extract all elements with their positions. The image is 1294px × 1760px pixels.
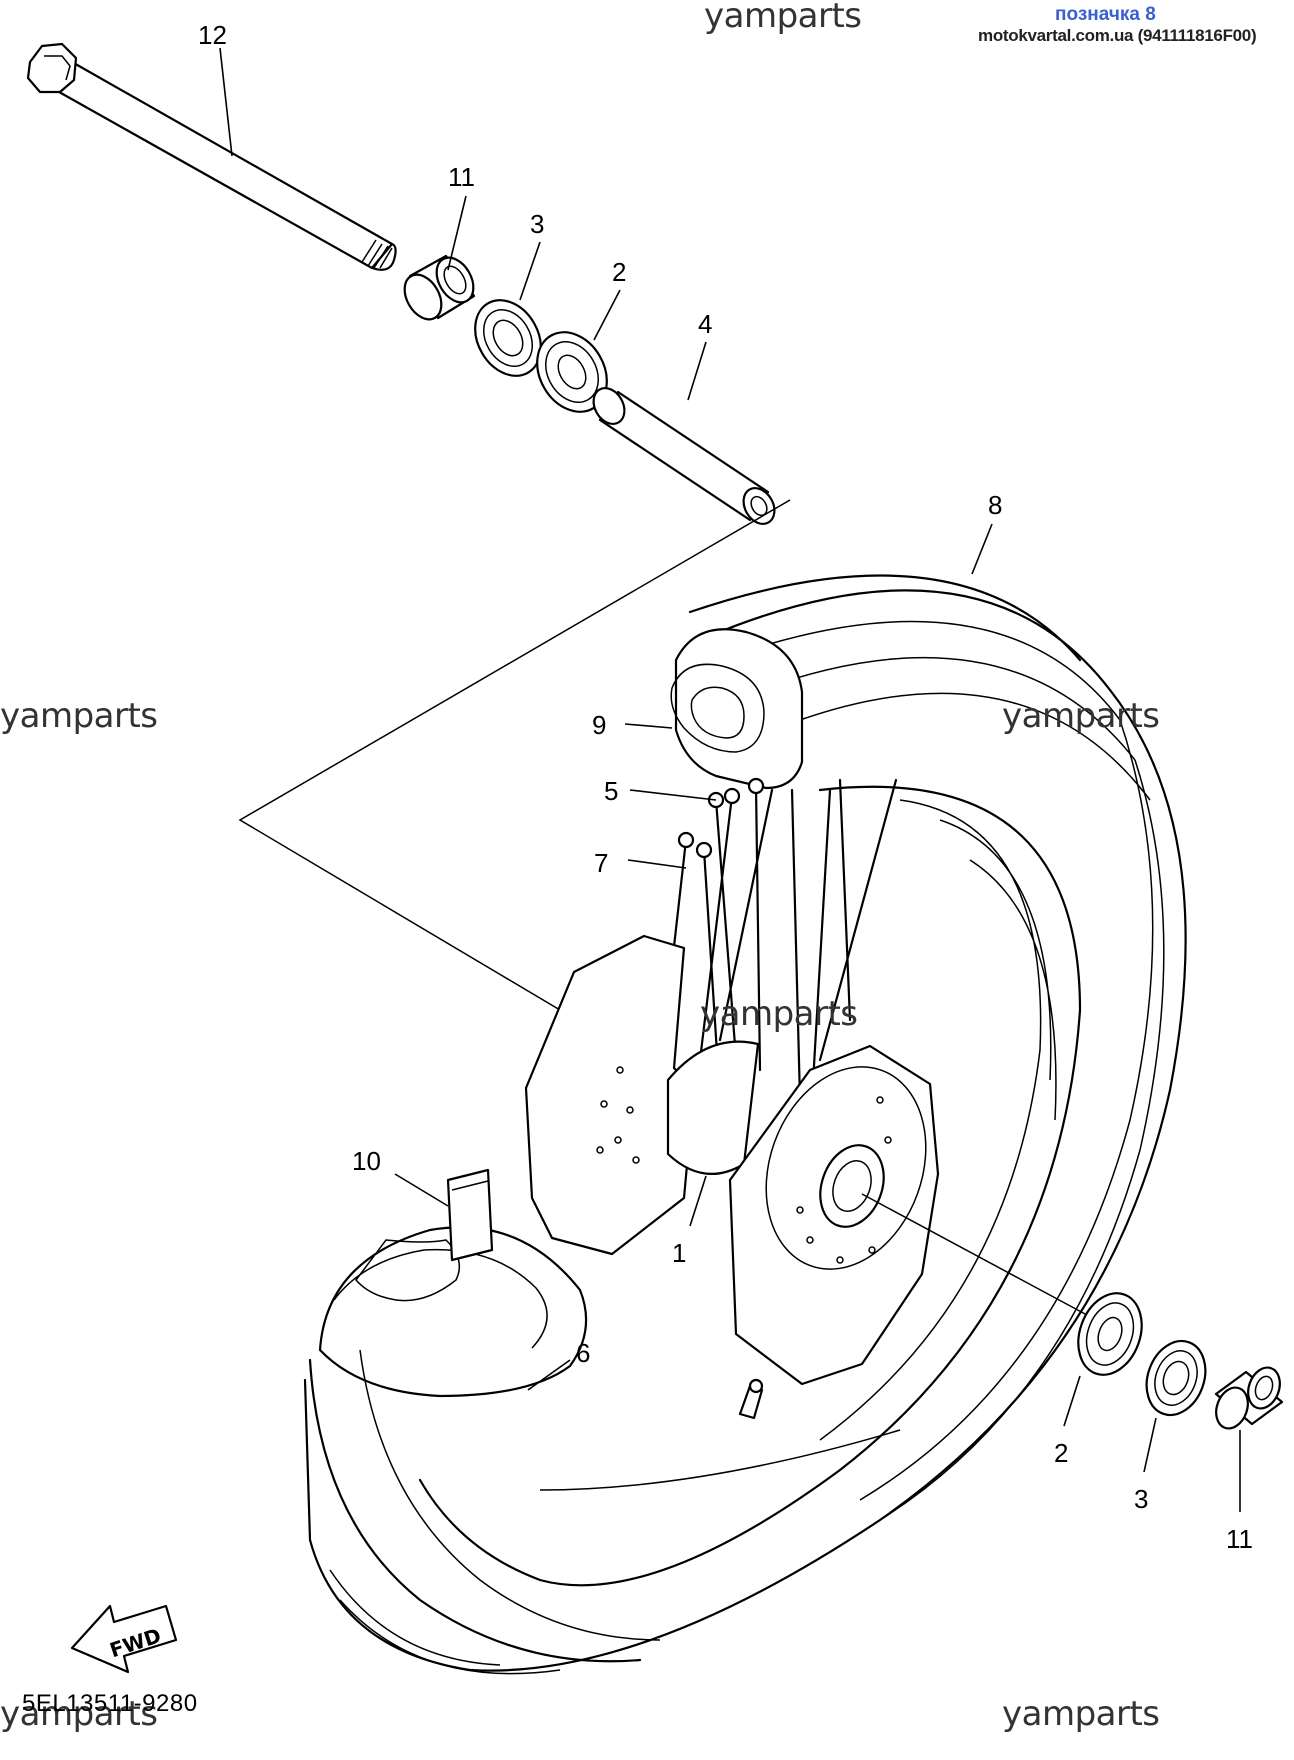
- tube: [670, 628, 804, 790]
- oil-seal-top: [474, 299, 542, 377]
- axis-line-right: [861, 1193, 1101, 1323]
- callout-12: 12: [198, 20, 227, 50]
- callout-5: 5: [604, 776, 618, 806]
- badge-subtitle: motokvartal.com.ua (941111816F00): [978, 26, 1257, 45]
- rim: [308, 1226, 901, 1663]
- callout-labels: 12 11 3 2 4 8 9 5 7 10 1 6 2 3 11: [198, 20, 1253, 1554]
- callout-11-top: 11: [448, 162, 475, 192]
- callout-9: 9: [592, 710, 606, 740]
- rim-band: [446, 1168, 494, 1262]
- bearing-bottom: [1077, 1292, 1143, 1376]
- watermark-bottom-right: yamparts: [1002, 1694, 1160, 1734]
- callout-3-top: 3: [530, 209, 544, 239]
- wheel-axle: [26, 42, 397, 271]
- forward-direction-arrow: FWD: [70, 1604, 178, 1674]
- valve-stem: [738, 1378, 764, 1420]
- callout-6: 6: [576, 1338, 590, 1368]
- callout-10: 10: [352, 1146, 381, 1176]
- watermark-left: yamparts: [0, 696, 158, 736]
- collar-bottom: [1214, 1366, 1284, 1430]
- callout-2-top: 2: [612, 257, 626, 287]
- collar-top: [403, 254, 476, 321]
- callout-3-bottom: 3: [1134, 1484, 1148, 1514]
- callout-1: 1: [672, 1238, 686, 1268]
- watermark-bottom-left: yamparts: [0, 1694, 158, 1734]
- hub: [524, 934, 940, 1386]
- callout-11-bottom: 11: [1226, 1524, 1253, 1554]
- leader-lines: [219, 47, 1241, 1512]
- callout-2-bottom: 2: [1054, 1438, 1068, 1468]
- nipples: [677, 777, 765, 859]
- watermark-top-center: yamparts: [704, 0, 862, 36]
- callout-7: 7: [594, 848, 608, 878]
- bearing-top: [536, 331, 608, 413]
- callout-8: 8: [988, 490, 1002, 520]
- watermark-right: yamparts: [1002, 696, 1160, 736]
- diagram-code: 5EL13511-9280: [22, 1690, 198, 1717]
- watermark-center: yamparts: [700, 994, 858, 1034]
- tire: [303, 574, 1187, 1675]
- oil-seal-bottom: [1145, 1339, 1207, 1417]
- axis-reference-line: [238, 499, 791, 1011]
- spacer: [592, 387, 776, 525]
- badge-title: позначка 8: [1055, 4, 1156, 25]
- callout-4: 4: [698, 309, 712, 339]
